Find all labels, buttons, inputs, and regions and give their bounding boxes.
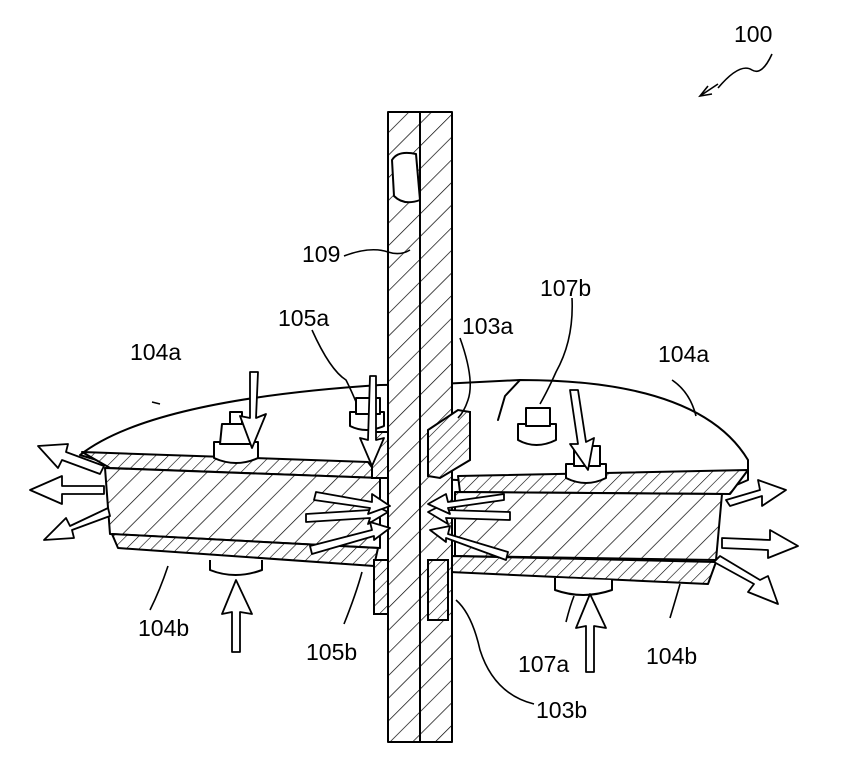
- label-107b: 107b: [540, 275, 591, 301]
- label-105a: 105a: [278, 305, 329, 331]
- label-104a-right: 104a: [658, 341, 709, 367]
- label-100: 100: [734, 21, 772, 47]
- label-105b: 105b: [306, 639, 357, 665]
- lower-boss-right-107a: [555, 578, 612, 595]
- label-104a-left: 104a: [130, 339, 181, 365]
- label-104b-right: 104b: [646, 643, 697, 669]
- arrow-up-left: [222, 580, 252, 652]
- arrows-right-edge: [714, 480, 798, 604]
- label-104b-left: 104b: [138, 615, 189, 641]
- label-109: 109: [302, 241, 340, 267]
- arrow-up-right: [576, 594, 606, 672]
- label-103a: 103a: [462, 313, 513, 339]
- bolt-105a: [350, 398, 384, 430]
- label-107a: 107a: [518, 651, 569, 677]
- lower-boss-left: [210, 560, 262, 575]
- label-103b: 103b: [536, 697, 587, 723]
